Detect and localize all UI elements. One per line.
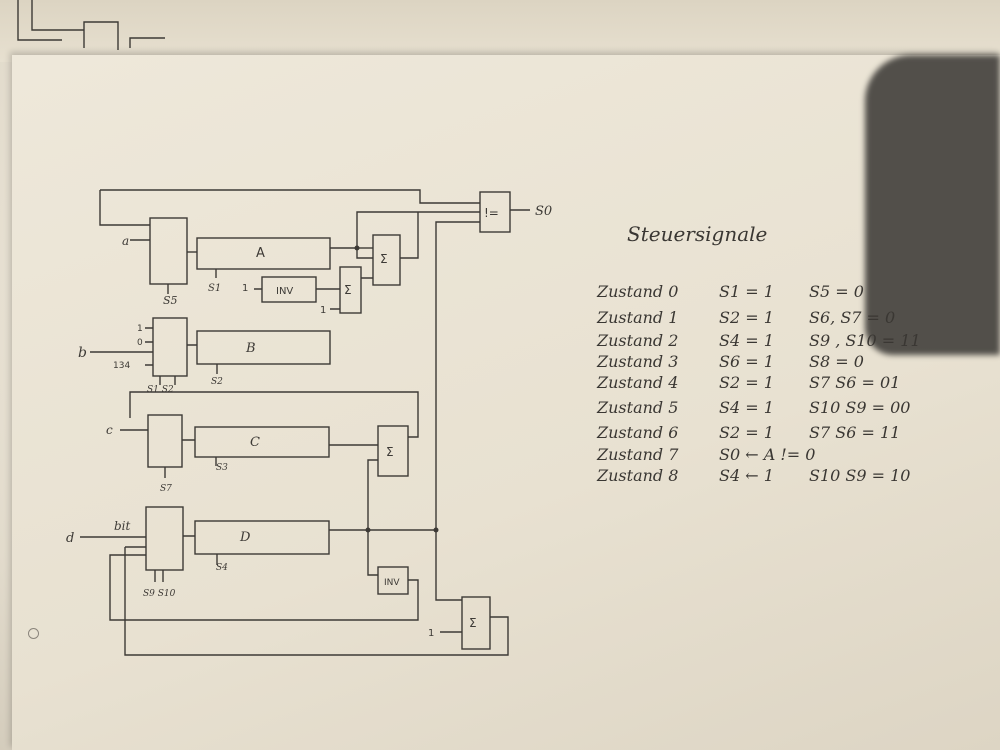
state-row: Zustand 5 S4 = 1 S10 S9 = 00: [597, 398, 957, 420]
const-one-sum: 1: [320, 305, 326, 316]
state-signal-1: S6 = 1: [719, 352, 774, 371]
label-s2-b: S2: [211, 377, 223, 387]
state-label: Zustand 4: [597, 373, 679, 392]
state-signal-2: S6, S7 = 0: [809, 308, 896, 327]
hand-shadow: [865, 55, 1000, 355]
punch-hole: [28, 628, 39, 639]
state-label: Zustand 1: [597, 308, 679, 327]
label-s1-a: S1: [208, 283, 221, 294]
state-signal-2: S9 , S10 = 11: [809, 331, 921, 350]
state-label: Zustand 7: [597, 445, 679, 464]
const-bit-d: bit: [114, 519, 131, 533]
state-label: Zustand 3: [597, 352, 679, 371]
compare-box: [479, 191, 511, 233]
input-a: a: [122, 234, 129, 248]
const-one-bottom: 1: [428, 628, 434, 639]
state-row: Zustand 7 S0 ← A != 0: [597, 445, 957, 467]
register-a-box: [196, 237, 331, 270]
state-signal-1: S2 = 1: [719, 373, 774, 392]
state-signal-2: S7 S6 = 11: [809, 423, 901, 442]
const-zero-b: 0: [137, 338, 143, 348]
state-label: Zustand 0: [597, 282, 679, 301]
state-signal-1: S4 = 1: [719, 398, 774, 417]
notes-title: Steuersignale: [627, 222, 768, 246]
label-s9s10: S9 S10: [143, 589, 176, 599]
label-sum-c: Σ: [386, 445, 394, 459]
sum-c-box: [377, 425, 409, 477]
main-sheet: [12, 55, 1000, 750]
state-label: Zustand 8: [597, 466, 679, 485]
state-row: Zustand 0 S1 = 1 S5 = 0: [597, 282, 957, 304]
register-c-box: [194, 426, 330, 458]
register-b-box: [196, 330, 331, 365]
label-inv-a: INV: [276, 286, 293, 297]
input-c: c: [106, 423, 113, 437]
const-one-inv: 1: [242, 283, 248, 294]
compare-down-wire: [435, 221, 480, 601]
state-row: Zustand 8 S4 ← 1 S10 S9 = 10: [597, 466, 957, 488]
state-row: Zustand 2 S4 = 1 S9 , S10 = 11: [597, 331, 957, 353]
label-s4-d: S4: [216, 563, 228, 573]
state-signal-2: S5 = 0: [809, 282, 864, 301]
state-signal-1: S4 = 1: [719, 331, 774, 350]
label-s5: S5: [163, 294, 178, 307]
const-one-b: 1: [137, 324, 143, 334]
state-label: Zustand 2: [597, 331, 679, 350]
label-register-d: D: [239, 530, 251, 545]
state-signal-2: S10 S9 = 10: [809, 466, 911, 485]
mux-b: [152, 317, 188, 377]
state-signal-2: S10 S9 = 00: [809, 398, 911, 417]
label-s3-c: S3: [216, 463, 228, 473]
under-sketch: [17, 0, 165, 50]
label-sum-bottom: Σ: [469, 616, 477, 630]
label-register-c: C: [250, 435, 260, 450]
label-s0: S0: [535, 204, 552, 219]
state-signal-1: S4 ← 1: [719, 466, 774, 485]
state-signal-2: S7 S6 = 01: [809, 373, 901, 392]
label-s1s2: S1 S2: [147, 385, 174, 395]
underlying-sheet: [0, 0, 1000, 62]
input-b: b: [78, 345, 87, 361]
state-row: Zustand 4 S2 = 1 S7 S6 = 01: [597, 373, 957, 395]
state-signal-1: S0 ← A != 0: [719, 445, 816, 464]
mux-d: [145, 506, 184, 571]
feedback-wire-top: [99, 189, 480, 226]
state-signal-1: S2 = 1: [719, 308, 774, 327]
state-row: Zustand 3 S6 = 1 S8 = 0: [597, 352, 957, 374]
sum-bottom-box: [461, 596, 491, 650]
label-compare: !=: [484, 206, 499, 220]
const-134: 134: [113, 361, 130, 371]
sum-small-box: [339, 266, 362, 314]
register-d-box: [194, 520, 330, 555]
state-row: Zustand 1 S2 = 1 S6, S7 = 0: [597, 308, 957, 330]
label-sum-a: Σ: [380, 252, 388, 266]
state-label: Zustand 6: [597, 423, 679, 442]
label-register-b: B: [245, 341, 256, 356]
label-inv-d: INV: [384, 578, 400, 588]
state-signal-1: S1 = 1: [719, 282, 774, 301]
state-row: Zustand 6 S2 = 1 S7 S6 = 11: [597, 423, 957, 445]
label-s7: S7: [160, 484, 172, 494]
state-label: Zustand 5: [597, 398, 679, 417]
state-signal-2: S8 = 0: [809, 352, 864, 371]
sum-a-box: [372, 234, 401, 286]
state-signal-1: S2 = 1: [719, 423, 774, 442]
label-register-a: A: [256, 246, 265, 261]
input-d: d: [66, 531, 74, 546]
label-sum-small: Σ: [344, 283, 352, 297]
